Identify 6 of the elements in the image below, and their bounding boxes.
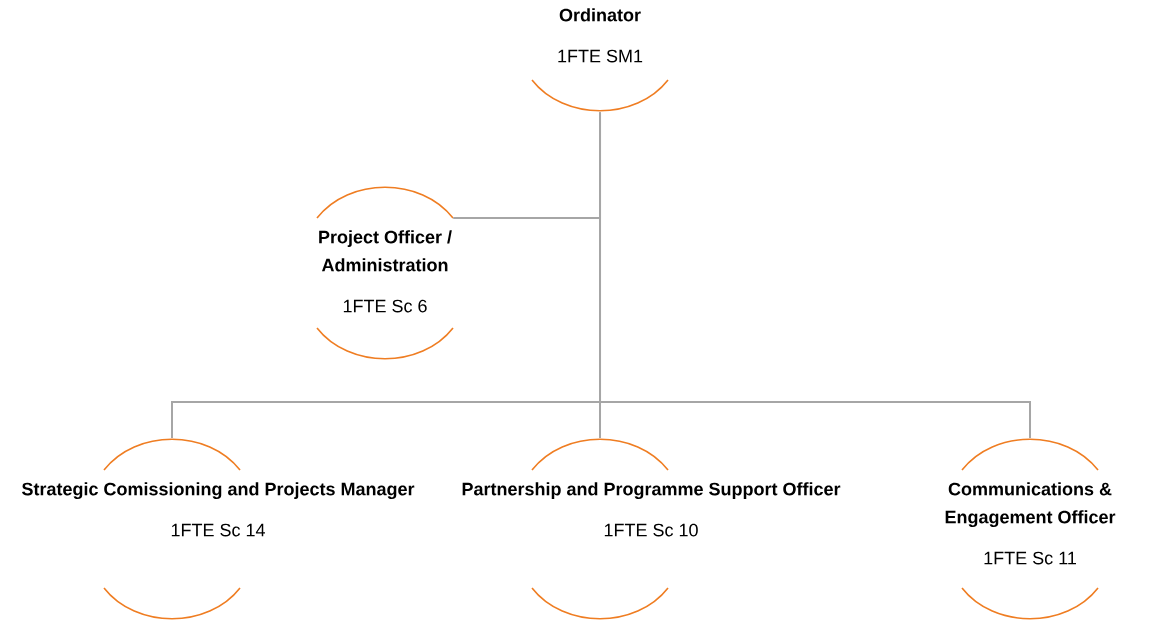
position-box: Strategic Comissioning and Projects Manager 1FTE Sc 14 [21,438,415,620]
position-box: Project Officer / Administration 1FTE Sc 6 [316,186,454,360]
position-box: Partnership and Programme Support Officer 1FTE Sc 10 [462,438,841,620]
position-box: Communications & Engagement Officer 1FTE Sc 11 [945,438,1116,620]
connector-line [599,111,1031,439]
position-box: Ordinator 1FTE SM1 [531,8,669,112]
